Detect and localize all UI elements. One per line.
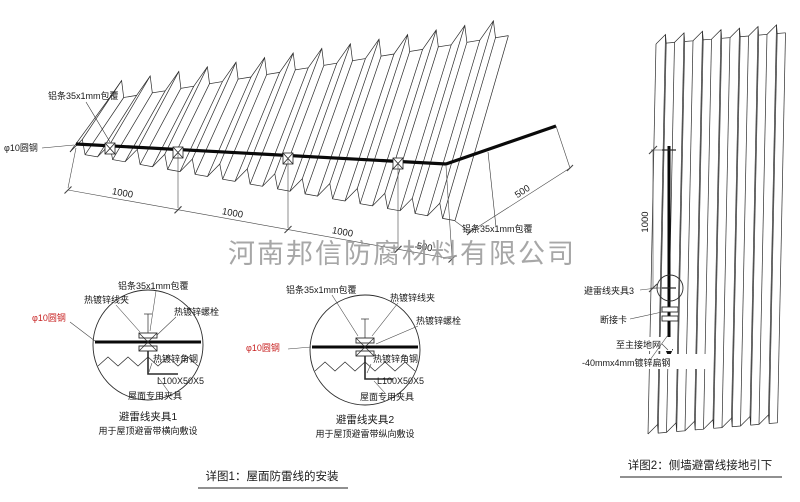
detail2-title: 避雷线夹具2	[336, 413, 394, 426]
detail1-title: 避雷线夹具1	[119, 410, 177, 423]
wall-wire-clamps	[662, 149, 676, 289]
detail2-label-bolt: 热镀锌螺栓	[416, 315, 461, 326]
detail2-label-round-steel: φ10圆钢	[246, 342, 280, 353]
detail1-label-angle-spec: L100X50X5	[157, 376, 204, 386]
wall-label-leaders	[629, 287, 669, 361]
label-backplate	[580, 354, 708, 369]
roof-round-steel-label: φ10圆钢	[4, 142, 38, 153]
detail2-label-angle-spec: L100X50X5	[377, 376, 424, 386]
detail1-label-round-steel: φ10圆钢	[32, 312, 66, 323]
detail1-subtitle: 用于屋顶避雷带横向敷设	[98, 425, 197, 436]
wall-dim-1000: 1000	[640, 211, 651, 232]
wall-dimension-lines	[648, 145, 662, 293]
detail1-leaders	[69, 290, 177, 392]
wall-label-flat-steel: -40mmx4mm镀锌扁钢	[582, 357, 671, 368]
detail2-label-angle: 热镀锌角钢	[373, 353, 418, 364]
roof-labels: 铝条35x1mm包覆 φ10圆钢 铝条35x1mm包覆	[4, 90, 533, 234]
caption-fig2: 详图2：侧墙避雷线接地引下	[628, 458, 772, 472]
wire-clamp-mark	[104, 142, 116, 155]
dim-500-front: 500	[416, 241, 434, 255]
detail1-label-bolt: 热镀锌螺栓	[174, 306, 219, 317]
detail-circle-2: 铝条35x1mm包覆 热镀锌线夹 热镀锌螺栓 φ10圆钢 热镀锌角钢 L100X…	[246, 284, 461, 439]
detail2-subtitle: 用于屋顶避雷带纵向敷设	[315, 428, 414, 439]
roof-corrugated-sheet	[69, 19, 509, 221]
detail2-angle-steel	[364, 356, 393, 380]
wall-drawing: 1000 避雷线夹具3 断接卡 至主接地网 -40mmx4mm镀锌扁钢	[580, 24, 786, 435]
detail1-labels: 热镀锌线夹 铝条35x1mm包覆 热镀锌螺栓 φ10圆钢 热镀锌角钢 L100X…	[32, 280, 219, 436]
wall-label-clamp3: 避雷线夹具3	[584, 285, 634, 296]
roof-lightning-wire	[75, 124, 557, 166]
detail1-label-alu: 铝条35x1mm包覆	[118, 280, 189, 291]
dim-1000-b: 1000	[221, 206, 244, 221]
detail1-label-angle: 热镀锌角钢	[153, 353, 198, 364]
dim-1000-c: 1000	[331, 225, 354, 240]
detail2-label-alu: 铝条35x1mm包覆	[286, 284, 357, 295]
roof-label-leaders	[41, 101, 497, 228]
label-backplate	[614, 337, 672, 351]
wall-labels: 避雷线夹具3 断接卡 至主接地网 -40mmx4mm镀锌扁钢	[582, 285, 671, 368]
figure-captions: 详图1：屋面防雷线的安装 详图2：侧墙避雷线接地引下	[198, 458, 782, 489]
roof-alu-strip-label-left: 铝条35x1mm包覆	[48, 90, 119, 101]
detail2-circle	[309, 294, 421, 406]
detail2-label-wire-clamp: 热镀锌线夹	[390, 292, 435, 303]
wall-label-disconnect: 断接卡	[600, 314, 627, 325]
roof-dimension-labels: 1000 1000 1000 500 500	[111, 183, 532, 254]
detail1-parts	[97, 313, 199, 375]
detail1-angle-steel	[147, 351, 178, 375]
detail2-leaders	[287, 294, 419, 394]
roof-dimension-lines	[64, 125, 574, 263]
detail1-circle	[92, 289, 204, 401]
company-watermark: 河南邦信防腐材料有限公司	[228, 239, 576, 269]
detail-circle-1: 热镀锌线夹 铝条35x1mm包覆 热镀锌螺栓 φ10圆钢 热镀锌角钢 L100X…	[32, 280, 219, 436]
detail2-labels: 铝条35x1mm包覆 热镀锌线夹 热镀锌螺栓 φ10圆钢 热镀锌角钢 L100X…	[246, 284, 461, 439]
dim-1000-a: 1000	[111, 186, 134, 201]
caption-fig1: 详图1：屋面防雷线的安装	[206, 469, 339, 483]
wall-label-to-ground: 至主接地网	[616, 339, 661, 350]
detail2-label-roof-fixture: 屋面专用夹具	[360, 391, 414, 402]
detail1-label-wire-clamp: 热镀锌线夹	[84, 294, 129, 305]
detail1-label-roof-fixture: 屋面专用夹具	[128, 390, 182, 401]
dim-500-side: 500	[513, 183, 532, 201]
ground-arrow-icon	[665, 349, 673, 358]
roof-alu-strip-label-right: 铝条35x1mm包覆	[462, 223, 533, 234]
detail2-parts	[314, 318, 416, 380]
